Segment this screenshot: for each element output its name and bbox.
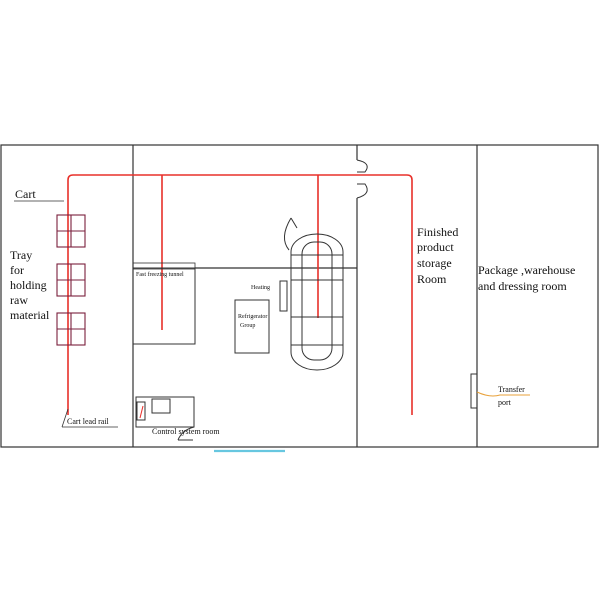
tray-label-line-1: Tray	[10, 248, 32, 262]
finished-label-line-1: Finished	[417, 225, 458, 239]
control-system-room	[135, 396, 195, 441]
tray-label-line-3: holding	[10, 278, 47, 292]
tray-label-line-2: for	[10, 263, 24, 277]
transfer-port	[470, 373, 478, 409]
double-door	[356, 159, 368, 199]
outer-wall	[0, 144, 599, 448]
heating-unit	[279, 280, 288, 312]
heating-label: Heating	[251, 285, 270, 291]
package-label-line-2: and dressing room	[478, 279, 567, 293]
finished-label-line-2: product	[417, 240, 454, 254]
tray-rack	[56, 312, 86, 346]
refrigerator-label-line-2: Group	[240, 323, 255, 329]
tray-rack	[56, 214, 86, 248]
cart-lead-rail-label: Cart lead rail	[67, 417, 110, 426]
fast-freezing-tunnel	[132, 267, 196, 345]
transfer-port-leader	[476, 391, 530, 397]
control-room-label: Control system room	[152, 427, 220, 436]
finished-label-line-3: storage	[417, 256, 452, 270]
refrigerator-label-line-1: Refrigerator	[238, 313, 267, 320]
fast-freezing-tunnel-top	[132, 262, 196, 270]
transfer-label-line-1: Transfer	[498, 385, 525, 394]
cart-label: Cart	[15, 187, 36, 201]
transfer-label-line-2: port	[498, 398, 512, 407]
fast-freezing-label: Fast freezing tunnel	[136, 271, 184, 278]
spiral-conveyor	[284, 217, 344, 371]
package-label-line-1: Package ,warehouse	[478, 263, 575, 277]
cart-lead-rail	[67, 174, 413, 415]
refrigerator-group-box	[234, 299, 270, 354]
tray-label-line-5: material	[10, 308, 50, 322]
rail-leader-line	[61, 408, 69, 428]
tray-racks	[56, 214, 86, 346]
tray-rack	[56, 263, 86, 297]
tray-label-line-4: raw	[10, 293, 28, 307]
finished-label-line-4: Room	[417, 272, 447, 286]
